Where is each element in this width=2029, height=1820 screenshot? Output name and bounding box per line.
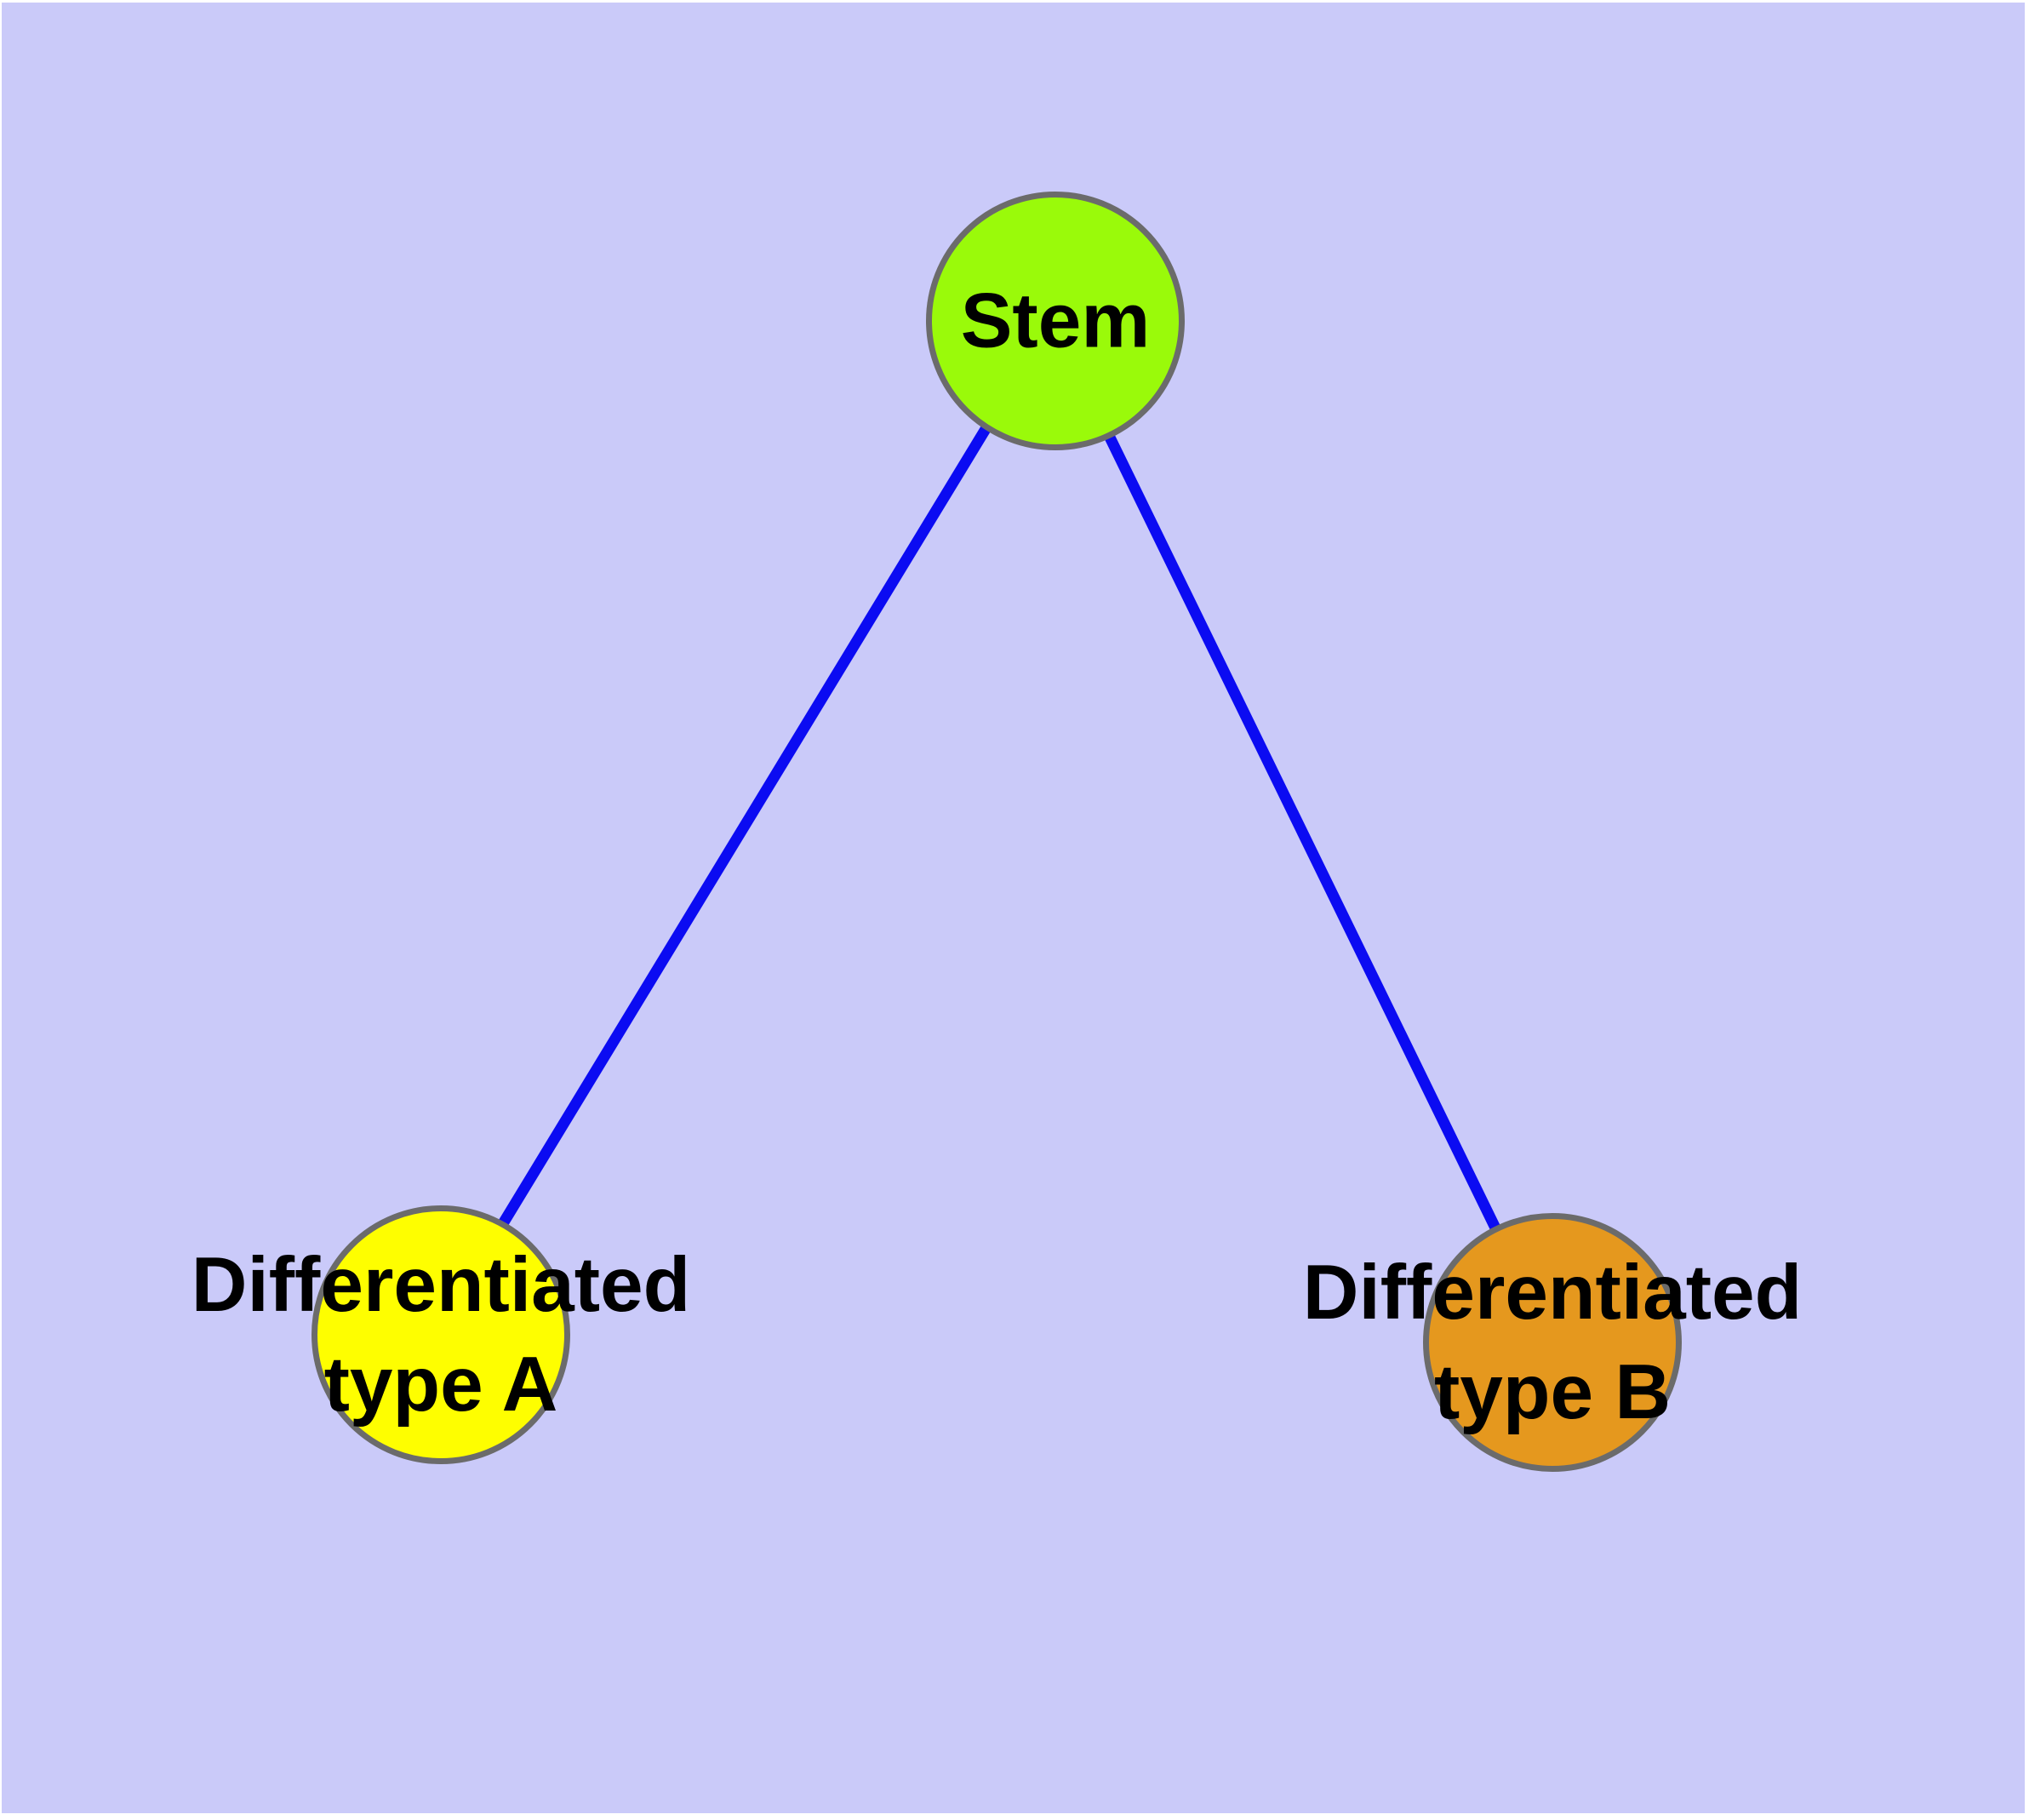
node-stem[interactable] (926, 192, 1185, 450)
label-line: Differentiated (1302, 1250, 1803, 1336)
node-stem-label: Stem (961, 272, 1151, 371)
edge-stem-to-type-b (1047, 317, 1553, 1338)
node-differentiated-type-a-label: Differentiated type A (191, 1235, 691, 1434)
diagram-background: Stem Differentiated type A Differentiate… (2, 3, 2025, 1813)
label-line: Stem (960, 278, 1151, 364)
label-line: type A (323, 1342, 558, 1428)
node-differentiated-type-b[interactable] (1423, 1213, 1682, 1472)
edge-layer (434, 316, 1553, 1338)
node-differentiated-type-a[interactable] (311, 1205, 570, 1464)
label-line: Differentiated (191, 1242, 691, 1328)
label-line: type B (1433, 1349, 1672, 1435)
edge-stem-to-type-a (434, 316, 1057, 1331)
node-differentiated-type-b-label: Differentiated type B (1303, 1243, 1803, 1442)
